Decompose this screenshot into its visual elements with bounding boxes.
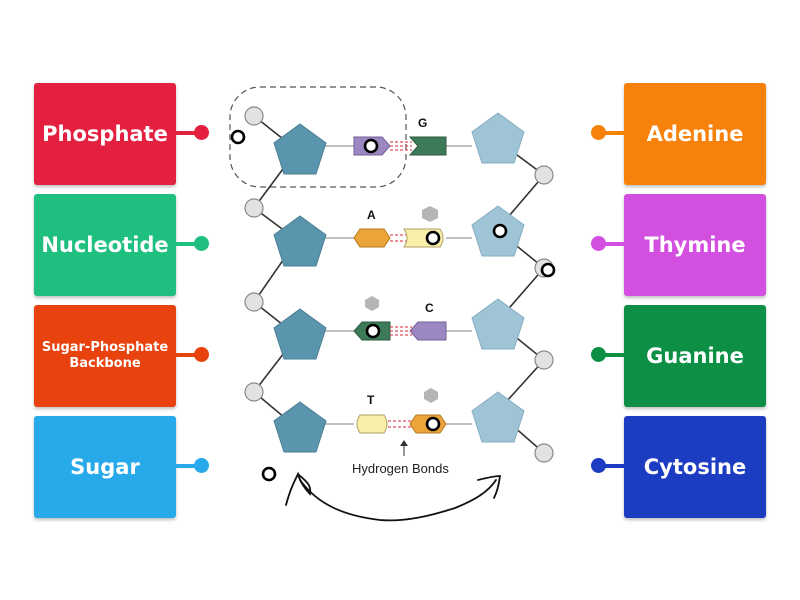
label-text: Sugar bbox=[70, 455, 140, 479]
label-tile-phosphate[interactable]: Phosphate bbox=[34, 83, 176, 185]
label-tile-nucleotide[interactable]: Nucleotide bbox=[34, 194, 176, 296]
drop-target-marker[interactable] bbox=[425, 230, 441, 246]
connector-line-sugar bbox=[176, 464, 202, 468]
base-letter-g: G bbox=[418, 116, 427, 130]
arrow-curve bbox=[299, 479, 497, 522]
sugar-base-links bbox=[322, 145, 472, 425]
drop-target-marker[interactable] bbox=[363, 138, 379, 154]
connector-line-guanine bbox=[598, 353, 624, 357]
hydrogen-bond-arrow-head bbox=[400, 440, 408, 446]
molecule-icons bbox=[365, 206, 438, 403]
phosphate-circle bbox=[534, 443, 554, 463]
sugar-pentagon bbox=[471, 298, 525, 350]
molecule-icon bbox=[422, 206, 438, 222]
label-text: Thymine bbox=[644, 233, 746, 257]
connector-line-backbone bbox=[176, 353, 202, 357]
base-letter-t: T bbox=[367, 393, 375, 407]
label-text: Cytosine bbox=[643, 455, 747, 479]
label-tile-cytosine[interactable]: Cytosine bbox=[624, 416, 766, 518]
sugar-pentagon bbox=[273, 123, 327, 175]
sugar-pentagon bbox=[273, 401, 327, 453]
connector-line-cytosine bbox=[598, 464, 624, 468]
label-tile-thymine[interactable]: Thymine bbox=[624, 194, 766, 296]
drop-target-marker[interactable] bbox=[492, 223, 508, 239]
phosphate-circle bbox=[534, 165, 554, 185]
label-text: Adenine bbox=[646, 122, 744, 146]
drop-target-marker[interactable] bbox=[365, 323, 381, 339]
nucleotide-outline bbox=[229, 86, 407, 188]
hydrogen-bonds-label: Hydrogen Bonds bbox=[352, 461, 449, 476]
connector-line-adenine bbox=[598, 131, 624, 135]
label-tile-sugar[interactable]: Sugar bbox=[34, 416, 176, 518]
connector-line-phosphate bbox=[176, 131, 202, 135]
label-text: Guanine bbox=[646, 344, 744, 368]
left-sugars bbox=[273, 123, 327, 453]
base-letter-a: A bbox=[367, 208, 376, 222]
label-tile-adenine[interactable]: Adenine bbox=[624, 83, 766, 185]
hand-drawn-arrows bbox=[285, 471, 502, 522]
sugar-pentagon bbox=[273, 308, 327, 360]
drop-target-marker[interactable] bbox=[540, 262, 556, 278]
arrow-right-head bbox=[477, 475, 502, 499]
base-guanine bbox=[408, 136, 447, 156]
phosphate-circle bbox=[534, 350, 554, 370]
connector-line-thymine bbox=[598, 242, 624, 246]
connector-dot-phosphate[interactable] bbox=[194, 125, 209, 140]
label-text: Phosphate bbox=[42, 122, 168, 146]
label-text-line1: Sugar-Phosphate bbox=[41, 340, 169, 355]
connector-dot-cytosine[interactable] bbox=[591, 458, 606, 473]
drop-target-marker[interactable] bbox=[261, 466, 277, 482]
connector-dot-nucleotide[interactable] bbox=[194, 236, 209, 251]
connector-dot-sugar[interactable] bbox=[194, 458, 209, 473]
drop-target-marker[interactable] bbox=[425, 416, 441, 432]
molecule-icon bbox=[365, 296, 379, 311]
connector-line-nucleotide bbox=[176, 242, 202, 246]
connector-dot-adenine[interactable] bbox=[591, 125, 606, 140]
sugar-pentagon bbox=[471, 391, 525, 443]
base-thymine bbox=[356, 414, 388, 434]
connector-dot-guanine[interactable] bbox=[591, 347, 606, 362]
connector-dot-thymine[interactable] bbox=[591, 236, 606, 251]
drop-target-marker[interactable] bbox=[230, 129, 246, 145]
base-cytosine bbox=[409, 321, 447, 341]
connector-dot-backbone[interactable] bbox=[194, 347, 209, 362]
label-tile-sugar-phosphate-backbone[interactable]: Sugar-Phosphate Backbone bbox=[34, 305, 176, 407]
label-tile-guanine[interactable]: Guanine bbox=[624, 305, 766, 407]
sugar-pentagon bbox=[273, 215, 327, 267]
label-text: Nucleotide bbox=[41, 233, 169, 257]
label-text-line2: Backbone bbox=[69, 356, 141, 371]
phosphate-circle bbox=[244, 382, 264, 402]
molecule-icon bbox=[424, 388, 438, 403]
base-letter-c: C bbox=[425, 301, 434, 315]
right-sugars bbox=[471, 112, 525, 443]
phosphate-circle bbox=[244, 198, 264, 218]
arrow-left-head bbox=[285, 471, 312, 506]
base-adenine bbox=[353, 228, 391, 248]
drop-targets[interactable] bbox=[230, 129, 556, 482]
phosphate-circle bbox=[244, 292, 264, 312]
sugar-pentagon bbox=[471, 112, 525, 164]
hydrogen-bonds bbox=[388, 141, 412, 428]
phosphate-circle bbox=[244, 106, 264, 126]
